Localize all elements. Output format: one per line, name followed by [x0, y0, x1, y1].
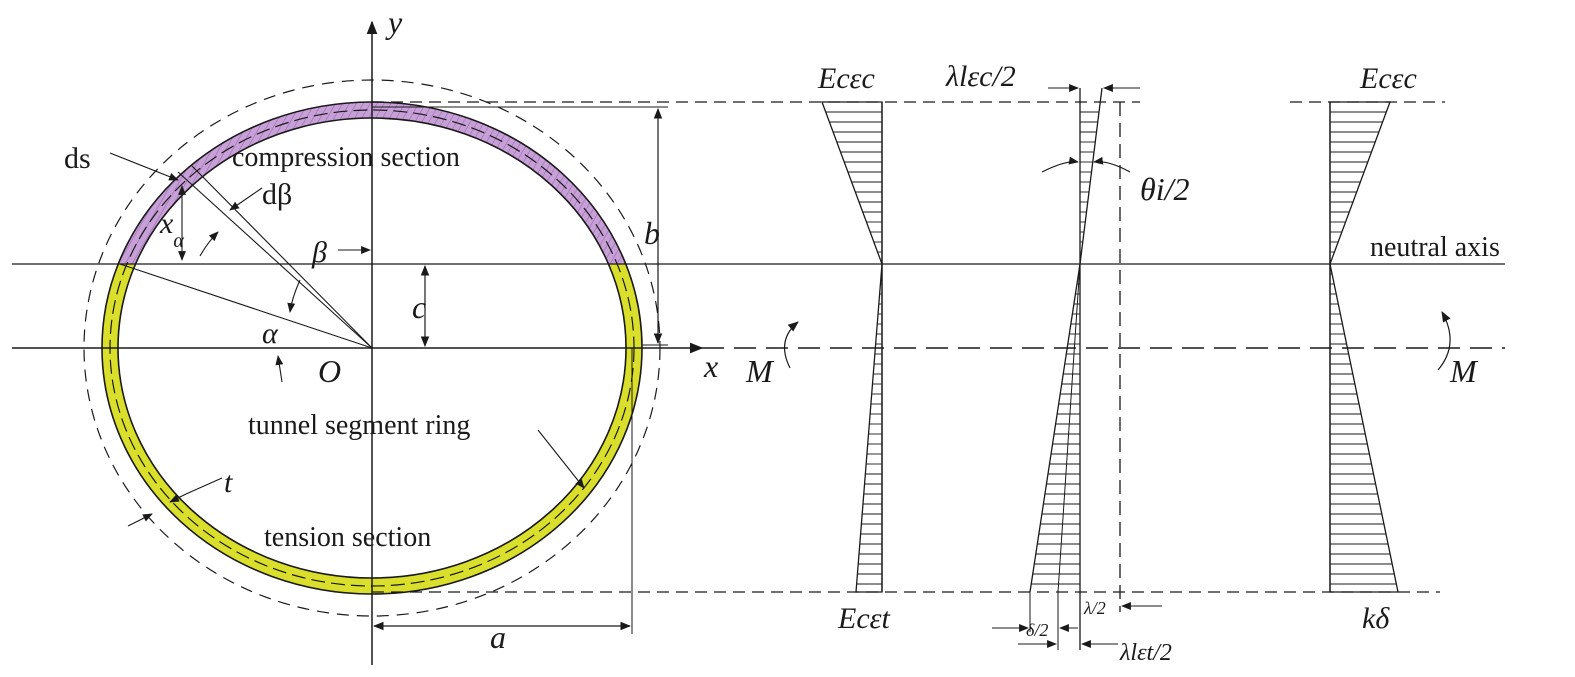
radial-line-alpha [119, 263, 373, 349]
c-label: c [412, 289, 426, 325]
radial-line-ds-1 [177, 171, 373, 349]
t-label: t [224, 466, 233, 499]
t-arrow-inner [127, 513, 153, 527]
theta-arrow-left [1041, 156, 1079, 173]
ds-pointer [109, 152, 179, 181]
alpha-label: α [262, 317, 279, 350]
Ec-et-label: Ecεt [837, 602, 890, 635]
origin-label: O [318, 353, 341, 389]
y-axis-label: y [385, 4, 403, 40]
lambda-2-label: λ/2 [1083, 598, 1106, 618]
x-axis-label: x [703, 348, 718, 384]
x-alpha-label: xα [159, 207, 184, 252]
dbeta-arc-arrow [199, 231, 219, 257]
lambda-l-ec-label: λlεc/2 [945, 60, 1016, 93]
k-delta-label: kδ [1362, 602, 1390, 635]
moment-right-arrow [1437, 311, 1451, 371]
beta-label: β [311, 236, 327, 269]
stress-diagram-middle [1029, 87, 1121, 650]
a-label: a [490, 619, 506, 655]
alpha-arrow [275, 355, 284, 383]
Ec-ec-left-label: Ecεc [817, 62, 875, 95]
ring-pointer [537, 429, 585, 489]
t-leader [185, 477, 223, 495]
dbeta-pointer [229, 187, 263, 211]
tunnel-segment-ring-label: tunnel segment ring [248, 410, 470, 441]
stress-diagram-left [821, 101, 883, 593]
moment-right-label: M [1449, 353, 1479, 389]
moment-left-arrow [783, 321, 799, 369]
stress-diagram-right [1329, 101, 1399, 593]
moment-left-label: M [745, 353, 775, 389]
delta-2-label: δ/2 [1026, 620, 1048, 640]
radial-line-ds-2 [191, 165, 373, 349]
t-arrow-outer [169, 493, 187, 503]
neutral-axis-label: neutral axis [1370, 232, 1500, 263]
compression-section-label: compression section [232, 142, 460, 173]
theta-arrow-right [1093, 156, 1131, 173]
ds-label: ds [64, 142, 91, 175]
theta-label: θi/2 [1140, 171, 1190, 207]
tension-section-label: tension section [264, 522, 431, 553]
Ec-ec-right-label: Ecεc [1359, 62, 1417, 95]
lambda-l-et-label: λlεt/2 [1119, 640, 1172, 666]
dbeta-label: dβ [262, 178, 292, 211]
b-label: b [644, 215, 660, 251]
beta-arc-arrow [287, 279, 301, 313]
